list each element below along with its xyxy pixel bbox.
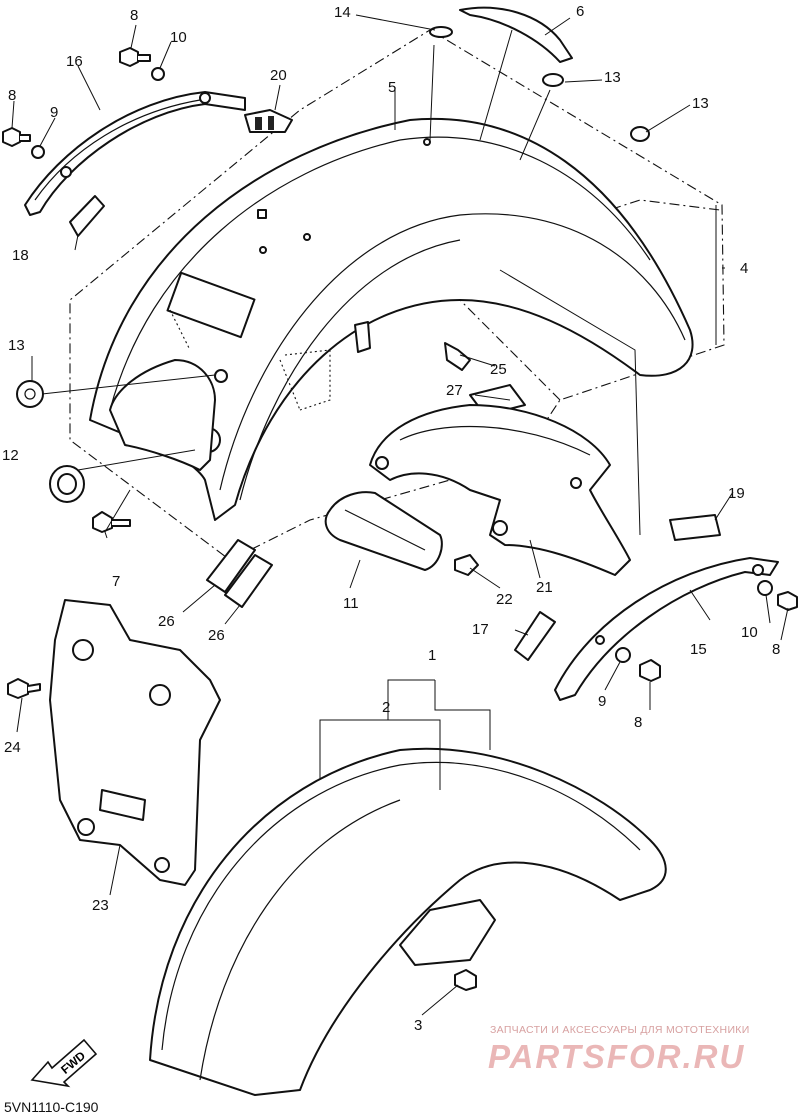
grommet-part-13-top <box>542 73 564 87</box>
callout-27: 27 <box>446 382 463 399</box>
callout-8: 8 <box>772 641 780 658</box>
bolt-part-24 <box>7 678 41 699</box>
washer-part-9-left <box>31 145 45 159</box>
callout-9: 9 <box>598 693 606 710</box>
sticker-part-26-b <box>224 554 273 608</box>
bolt-part-3 <box>454 969 477 991</box>
rear-fender-part-5 <box>89 118 694 521</box>
rail-part-16 <box>24 91 246 216</box>
callout-24: 24 <box>4 739 21 756</box>
callout-18: 18 <box>12 247 29 264</box>
callout-23: 23 <box>92 897 109 914</box>
callout-14: 14 <box>334 4 351 21</box>
side-cover-part-23 <box>49 599 221 886</box>
washer-part-9-right <box>615 647 631 663</box>
callout-7: 7 <box>112 573 120 590</box>
leader-lines <box>11 14 789 1016</box>
callout-21: 21 <box>536 579 553 596</box>
grommet-part-13-right <box>630 126 650 142</box>
watermark-brand: PARTSFOR.RU <box>488 1038 746 1075</box>
washer-part-10-right <box>757 580 773 596</box>
bolt-part-22 <box>454 554 479 576</box>
callout-8: 8 <box>634 714 642 731</box>
callout-labels: 8 10 16 8 9 18 20 14 6 13 13 5 4 13 12 2… <box>2 3 780 1034</box>
bracket-part-21 <box>369 404 631 576</box>
callout-5: 5 <box>388 79 396 96</box>
callout-17: 17 <box>472 621 489 638</box>
callout-19: 19 <box>728 485 745 502</box>
callout-8: 8 <box>8 87 16 104</box>
callout-16: 16 <box>66 53 83 70</box>
callout-22: 22 <box>496 591 513 608</box>
callout-1: 1 <box>428 647 436 664</box>
clip-part-25 <box>444 342 471 371</box>
callout-4: 4 <box>740 260 748 277</box>
callout-12: 12 <box>2 447 19 464</box>
callout-13: 13 <box>692 95 709 112</box>
callout-2: 2 <box>382 699 390 716</box>
bolt-part-8-top <box>119 47 151 67</box>
callout-10: 10 <box>741 624 758 641</box>
pad-part-18 <box>69 195 105 237</box>
pad-part-17 <box>514 611 556 661</box>
callout-11: 11 <box>343 595 359 612</box>
callout-3: 3 <box>414 1017 422 1034</box>
diagram-code: 5VN1110-C190 <box>4 1099 99 1115</box>
callout-10: 10 <box>170 29 187 46</box>
grommet-part-13-left <box>16 380 44 408</box>
front-fender-part-1 <box>149 747 667 1096</box>
bolt-part-8-lower <box>639 659 661 682</box>
bolt-part-8-right <box>777 591 798 611</box>
rail-part-15 <box>554 557 779 701</box>
callout-13: 13 <box>8 337 25 354</box>
reflector-part-11 <box>324 491 443 571</box>
callout-26: 26 <box>158 613 175 630</box>
callout-9: 9 <box>50 104 58 121</box>
callout-15: 15 <box>690 641 707 658</box>
pad-part-19 <box>669 514 721 541</box>
callout-8: 8 <box>130 7 138 24</box>
callout-25: 25 <box>490 361 507 378</box>
callout-26: 26 <box>208 627 225 644</box>
callout-6: 6 <box>576 3 584 20</box>
callout-20: 20 <box>270 67 287 84</box>
bolt-part-7 <box>92 511 131 533</box>
callout-13: 13 <box>604 69 621 86</box>
watermark-tagline: ЗАПЧАСТИ И АКСЕССУАРЫ ДЛЯ МОТОТЕХНИКИ <box>490 1024 750 1036</box>
fwd-arrow-icon: FWD <box>30 1038 98 1088</box>
sticker-part-26-a <box>206 539 256 593</box>
washer-part-10-top <box>151 67 165 81</box>
bolt-part-8-left <box>2 127 31 147</box>
trim-part-6 <box>459 6 573 63</box>
grommet-part-12 <box>49 465 85 503</box>
grommet-part-14 <box>429 26 453 38</box>
